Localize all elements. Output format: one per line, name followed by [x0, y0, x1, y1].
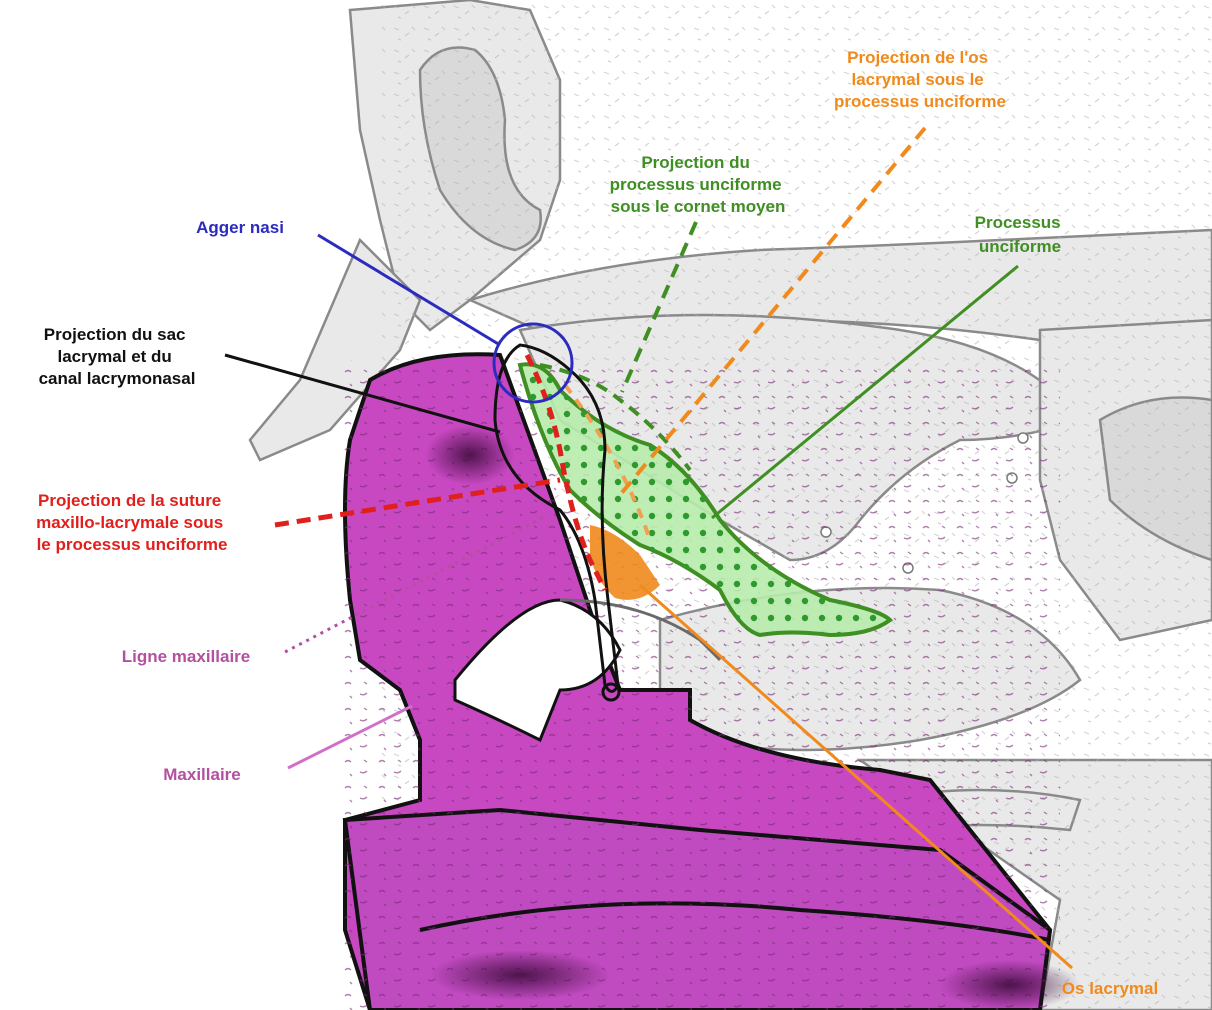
- label-suture-line3: le processus unciforme: [37, 535, 228, 554]
- label-suture-line1: Projection de la suture: [38, 491, 221, 510]
- label-suture: Projection de la suture maxillo-lacrymal…: [36, 491, 228, 554]
- label-sac-lacrymal-line2: lacrymal et du: [57, 347, 171, 366]
- maxilla: [340, 354, 1080, 1010]
- label-processus-unciforme-line1: Processus: [975, 213, 1061, 232]
- label-suture-line2: maxillo-lacrymale sous: [36, 513, 223, 532]
- label-os-lacrymal: Os lacrymal: [1062, 979, 1158, 998]
- label-agger-nasi: Agger nasi: [196, 218, 284, 237]
- label-proj-os-lacrymal-line1: Projection de l'os: [847, 48, 988, 67]
- label-proj-os-lacrymal: Projection de l'os lacrymal sous le proc…: [834, 48, 1006, 111]
- label-sac-lacrymal-line1: Projection du sac: [44, 325, 186, 344]
- label-processus-unciforme-line2: unciforme: [979, 237, 1061, 256]
- label-proj-os-lacrymal-line2: lacrymal sous le: [851, 70, 983, 89]
- label-ligne-maxillaire: Ligne maxillaire: [122, 647, 251, 666]
- label-proj-processus-line3: sous le cornet moyen: [611, 197, 786, 216]
- label-proj-processus-line2: processus unciforme: [610, 175, 782, 194]
- label-maxillaire: Maxillaire: [163, 765, 241, 784]
- label-proj-processus-line1: Projection du: [641, 153, 750, 172]
- label-sac-lacrymal: Projection du sac lacrymal et du canal l…: [39, 325, 196, 388]
- label-proj-os-lacrymal-line3: processus unciforme: [834, 92, 1006, 111]
- label-sac-lacrymal-line3: canal lacrymonasal: [39, 369, 196, 388]
